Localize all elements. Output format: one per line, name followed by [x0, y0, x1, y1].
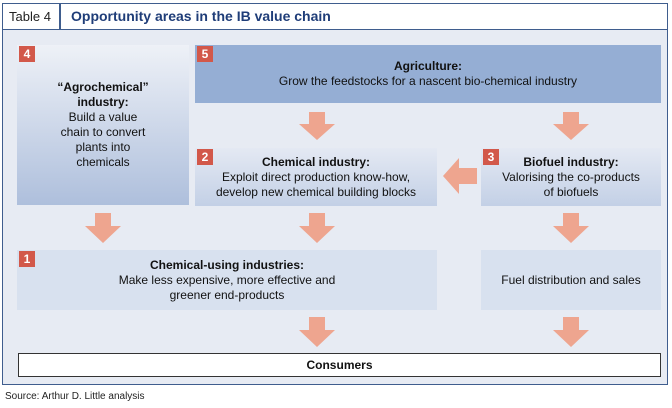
exhibit-title: Opportunity areas in the IB value chain	[71, 8, 331, 24]
chemical-using-title: Chemical-using industries:	[149, 257, 305, 272]
agriculture-box: Agriculture: Grow the feedstocks for a n…	[195, 45, 661, 103]
chemical-using-industries-box: Chemical-using industries: Make less exp…	[17, 250, 437, 310]
agriculture-title: Agriculture:	[393, 59, 462, 73]
biofuel-industry-line2: of biofuels	[543, 184, 599, 199]
chemical-industry-title: Chemical industry:	[261, 154, 371, 169]
arrow-agriculture-to-biofuel	[553, 112, 589, 140]
arrow-agriculture-to-chemical	[299, 112, 335, 140]
arrow-biofuel-to-chemical	[443, 158, 477, 194]
chemical-industry-line1: Exploit direct production know-how,	[221, 169, 411, 184]
chemical-using-line2: greener end-products	[169, 287, 285, 302]
biofuel-industry-line1: Valorising the co-products	[502, 169, 640, 184]
agriculture-text: Grow the feedstocks for a nascent bio-ch…	[278, 74, 578, 88]
biofuel-industry-title: Biofuel industry:	[523, 154, 619, 169]
agrochemical-title-line2: industry:	[77, 95, 129, 109]
badge-1: 1	[19, 251, 35, 267]
badge-2: 2	[197, 149, 213, 165]
agrochemical-text-line3: Build a value	[68, 110, 138, 124]
arrow-chemical-to-chemical-using	[299, 213, 335, 243]
chemical-industry-line2: develop new chemical building blocks	[215, 184, 417, 199]
exhibit-header: Table 4 Opportunity areas in the IB valu…	[3, 4, 667, 30]
badge-4: 4	[19, 46, 35, 62]
arrow-fuel-distribution-to-consumers	[553, 317, 589, 347]
source-note: Source: Arthur D. Little analysis	[5, 391, 145, 402]
badge-5: 5	[197, 46, 213, 62]
exhibit-frame: Table 4 Opportunity areas in the IB valu…	[2, 3, 668, 385]
diagram-panel: “Agrochemical” industry: Build a value c…	[3, 30, 667, 384]
chemical-industry-box: Chemical industry: Exploit direct produc…	[195, 148, 437, 206]
consumers-text: Consumers	[306, 357, 373, 372]
fuel-distribution-box: Fuel distribution and sales	[481, 250, 661, 310]
agrochemical-title-line1: “Agrochemical”	[57, 80, 149, 94]
arrow-biofuel-to-fuel-distribution	[553, 213, 589, 243]
agrochemical-text-line4: chain to convert	[60, 125, 146, 139]
arrow-agrochemical-to-chemical-using	[85, 213, 121, 243]
consumers-box: Consumers	[18, 353, 661, 377]
agrochemical-industry-box: “Agrochemical” industry: Build a value c…	[17, 45, 189, 205]
chemical-using-line1: Make less expensive, more effective and	[118, 272, 336, 287]
agrochemical-text-line6: chemicals	[76, 155, 130, 169]
table-label: Table 4	[3, 4, 61, 29]
biofuel-industry-box: Biofuel industry: Valorising the co-prod…	[481, 148, 661, 206]
fuel-distribution-text: Fuel distribution and sales	[501, 272, 641, 287]
arrow-chemical-using-to-consumers	[299, 317, 335, 347]
badge-3: 3	[483, 149, 499, 165]
agrochemical-text-line5: plants into	[75, 140, 131, 154]
